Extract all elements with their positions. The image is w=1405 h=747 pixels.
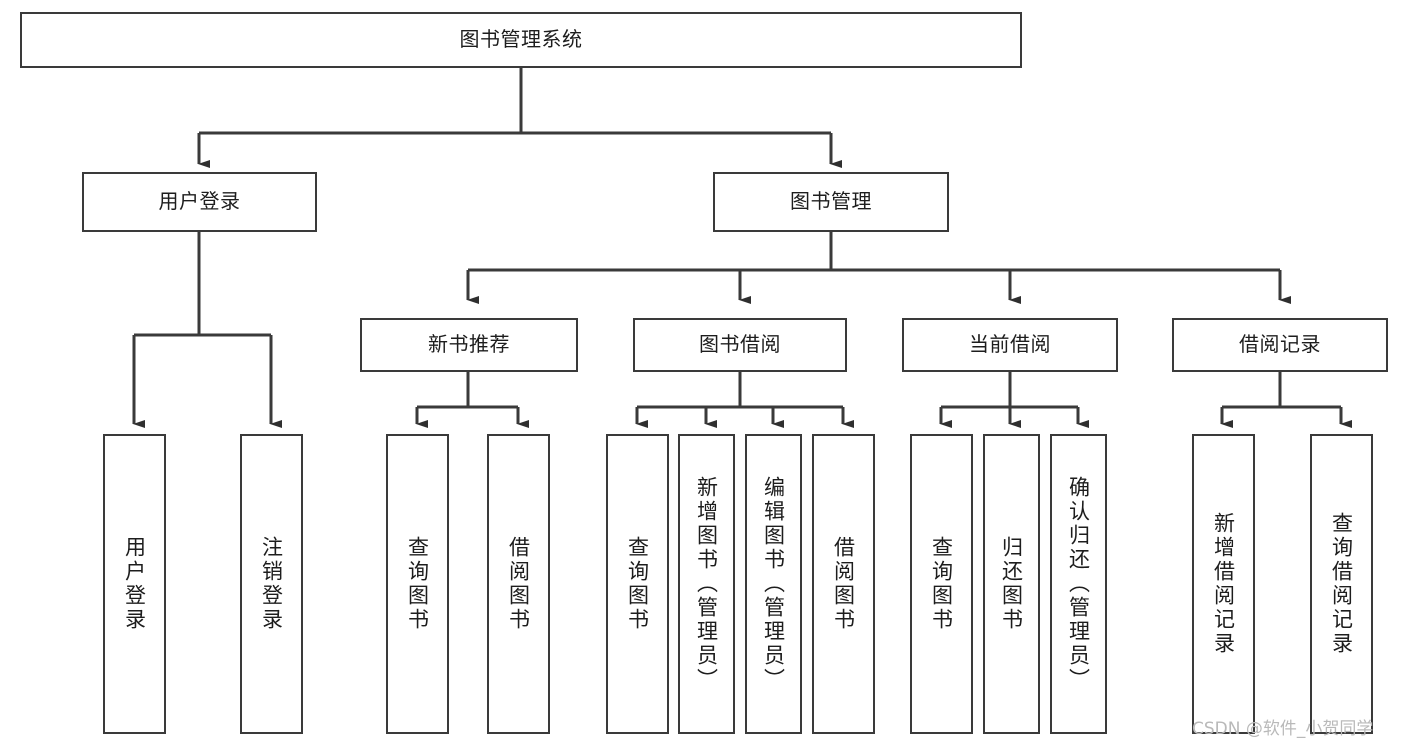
leaf-new-book-borrow[interactable]: 借阅图书 (487, 434, 550, 734)
node-root-book-management-system[interactable]: 图书管理系统 (20, 12, 1022, 68)
node-book-borrow[interactable]: 图书借阅 (633, 318, 847, 372)
leaf-current-borrow-query[interactable]: 查询图书 (910, 434, 973, 734)
leaf-borrow-record-query[interactable]: 查询借阅记录 (1310, 434, 1373, 734)
leaf-new-book-query[interactable]: 查询图书 (386, 434, 449, 734)
node-book-management[interactable]: 图书管理 (713, 172, 949, 232)
leaf-current-borrow-confirm-return[interactable]: 确认归还（管理员） (1050, 434, 1107, 734)
leaf-book-borrow-add[interactable]: 新增图书（管理员） (678, 434, 735, 734)
leaf-user-login-login-label: 用户登录 (122, 536, 147, 632)
leaf-user-login-login[interactable]: 用户登录 (103, 434, 166, 734)
node-book-management-label: 图书管理 (790, 189, 872, 214)
leaf-book-borrow-borrow-label: 借阅图书 (831, 536, 856, 632)
leaf-book-borrow-edit-label: 编辑图书（管理员） (761, 476, 786, 692)
node-borrow-record[interactable]: 借阅记录 (1172, 318, 1388, 372)
leaf-current-borrow-return-label: 归还图书 (999, 536, 1024, 632)
node-new-book-recommend-label: 新书推荐 (428, 332, 510, 357)
node-user-login[interactable]: 用户登录 (82, 172, 317, 232)
leaf-current-borrow-query-label: 查询图书 (929, 536, 954, 632)
node-current-borrow[interactable]: 当前借阅 (902, 318, 1118, 372)
leaf-user-login-logout-label: 注销登录 (259, 536, 284, 632)
node-borrow-record-label: 借阅记录 (1239, 332, 1321, 357)
leaf-new-book-query-label: 查询图书 (405, 536, 430, 632)
leaf-book-borrow-add-label: 新增图书（管理员） (694, 476, 719, 692)
leaf-current-borrow-return[interactable]: 归还图书 (983, 434, 1040, 734)
leaf-book-borrow-borrow[interactable]: 借阅图书 (812, 434, 875, 734)
leaf-book-borrow-query[interactable]: 查询图书 (606, 434, 669, 734)
leaf-book-borrow-edit[interactable]: 编辑图书（管理员） (745, 434, 802, 734)
node-current-borrow-label: 当前借阅 (969, 332, 1051, 357)
node-root-label: 图书管理系统 (459, 27, 583, 52)
leaf-book-borrow-query-label: 查询图书 (625, 536, 650, 632)
leaf-borrow-record-query-label: 查询借阅记录 (1329, 512, 1354, 656)
leaf-current-borrow-confirm-return-label: 确认归还（管理员） (1066, 476, 1091, 692)
node-book-borrow-label: 图书借阅 (699, 332, 781, 357)
leaf-user-login-logout[interactable]: 注销登录 (240, 434, 303, 734)
node-new-book-recommend[interactable]: 新书推荐 (360, 318, 578, 372)
node-user-login-label: 用户登录 (158, 189, 241, 214)
leaf-borrow-record-add-label: 新增借阅记录 (1211, 512, 1236, 656)
leaf-new-book-borrow-label: 借阅图书 (506, 536, 531, 632)
leaf-borrow-record-add[interactable]: 新增借阅记录 (1192, 434, 1255, 734)
